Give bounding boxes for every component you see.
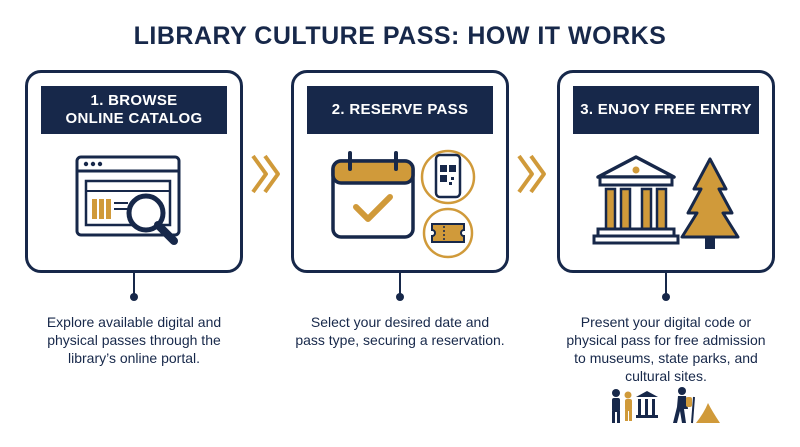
step-heading: 3. ENJOY FREE ENTRY xyxy=(573,86,759,134)
step-heading: 2. RESERVE PASS xyxy=(307,86,493,134)
museum-and-tree-icon xyxy=(592,155,740,249)
connector-line xyxy=(399,273,401,295)
step-heading: 1. BROWSE ONLINE CATALOG xyxy=(41,86,227,134)
step-description: Select your desired date and pass type, … xyxy=(295,314,505,348)
step-card-enjoy: 3. ENJOY FREE ENTRY xyxy=(557,70,775,273)
connector-line xyxy=(133,273,135,295)
web-catalog-search-icon xyxy=(75,155,181,245)
connector-line xyxy=(665,273,667,295)
chevron-right-icon xyxy=(251,154,280,194)
calendar-check-icon xyxy=(331,149,476,259)
connector-dot xyxy=(662,293,670,301)
step-description: Explore available digital and physical p… xyxy=(46,314,222,366)
step-card-browse: 1. BROWSE ONLINE CATALOG xyxy=(25,70,243,273)
chevron-right-icon xyxy=(517,154,546,194)
page-title: LIBRARY CULTURE PASS: HOW IT WORKS xyxy=(133,22,667,50)
visitors-icon xyxy=(612,387,720,424)
connector-dot xyxy=(396,293,404,301)
step-description: Present your digital code or physical pa… xyxy=(566,314,766,384)
connector-dot xyxy=(130,293,138,301)
step-card-reserve: 2. RESERVE PASS xyxy=(291,70,509,273)
